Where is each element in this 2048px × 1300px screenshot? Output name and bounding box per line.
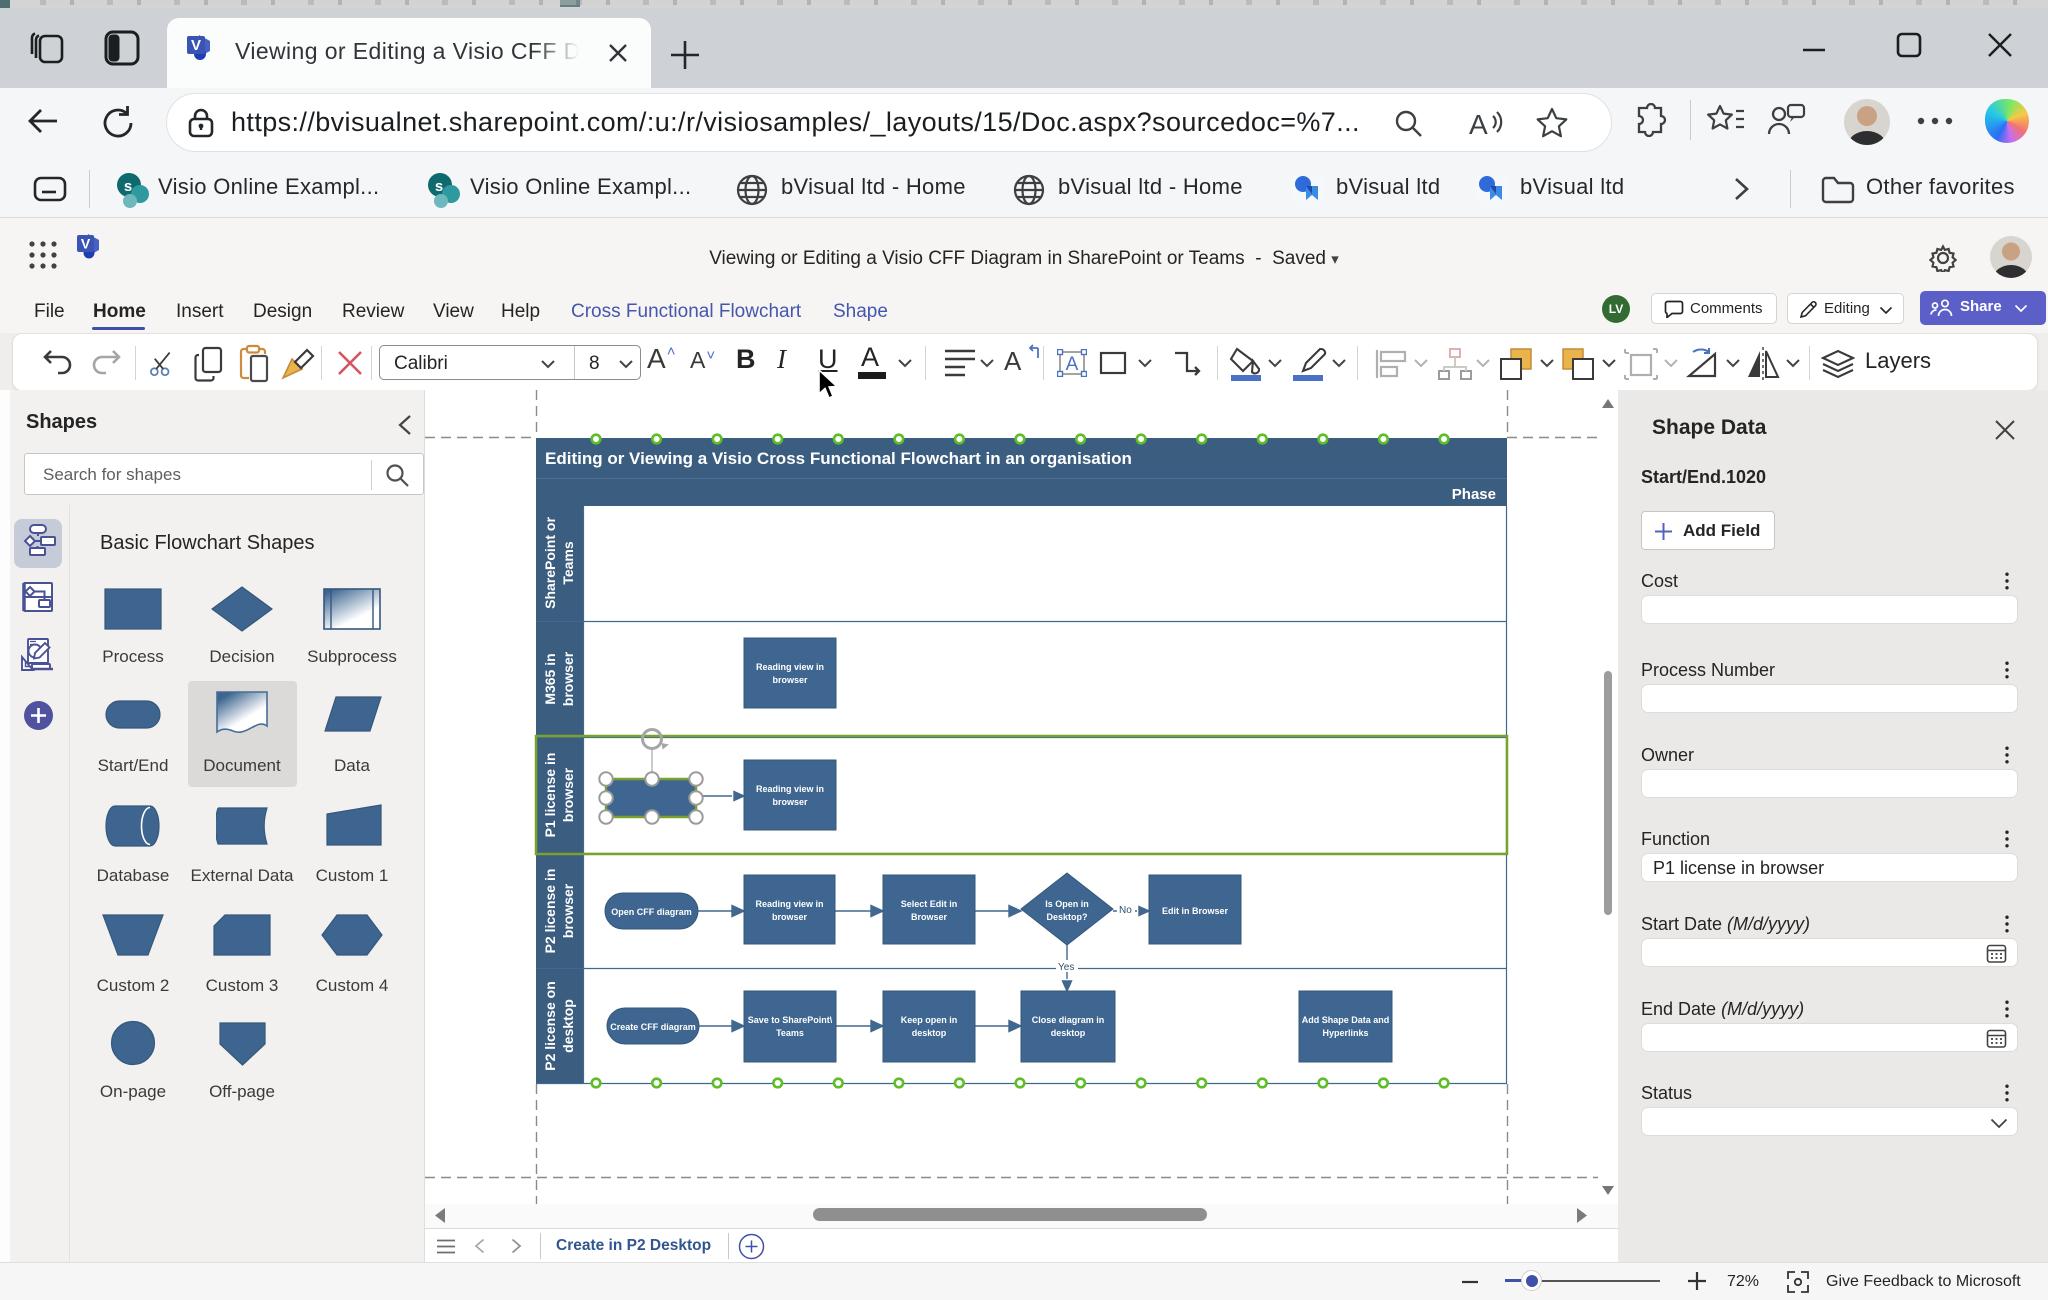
svg-text:SharePoint or: SharePoint or [542,517,558,609]
svg-text:Edit in Browser: Edit in Browser [1162,906,1229,916]
svg-text:V: V [191,37,201,54]
svg-text:Editing or Viewing a Visio Cro: Editing or Viewing a Visio Cross Functio… [545,449,1132,468]
svg-text:Phase: Phase [1452,486,1496,503]
svg-text:Create CFF diagram: Create CFF diagram [610,1022,696,1032]
svg-text:P1 license in: P1 license in [542,753,558,838]
svg-text:browser: browser [560,767,576,822]
svg-text:browser: browser [560,883,576,938]
svg-text:s: s [124,178,132,195]
svg-text:Open CFF diagram: Open CFF diagram [611,907,692,917]
svg-text:No: No [1119,905,1132,916]
svg-text:A: A [1066,354,1079,375]
svg-text:Yes: Yes [1058,962,1074,973]
svg-text:P2 license in: P2 license in [542,869,558,954]
svg-text:s: s [435,178,443,195]
svg-text:desktop: desktop [560,999,576,1053]
svg-text:browser: browser [560,651,576,706]
svg-text:V: V [81,236,91,252]
svg-text:P2 license on: P2 license on [542,981,558,1070]
svg-text:M365 in: M365 in [542,653,558,704]
svg-text:Teams: Teams [560,541,576,585]
svg-text:A: A [1469,109,1488,140]
